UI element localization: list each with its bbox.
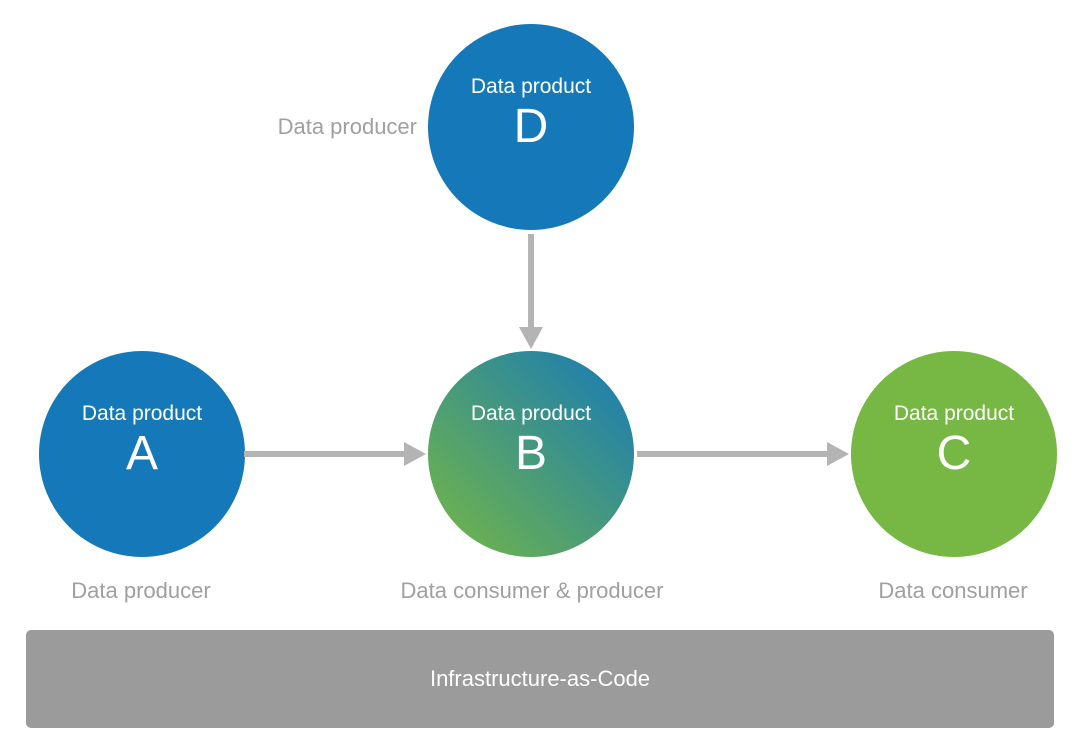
node-b-letter: B bbox=[514, 427, 547, 480]
node-data-product-d: Data product D bbox=[428, 24, 634, 230]
infrastructure-as-code-bar: Infrastructure-as-Code bbox=[26, 630, 1054, 728]
arrow-b-to-c-head-icon bbox=[827, 442, 849, 466]
arrow-d-to-b-line bbox=[528, 234, 534, 327]
arrow-a-to-b-head-icon bbox=[404, 442, 426, 466]
node-c-title: Data product bbox=[893, 401, 1015, 425]
arrow-a-to-b-line bbox=[244, 451, 404, 457]
node-a-letter: A bbox=[125, 427, 158, 480]
node-d-letter: D bbox=[513, 100, 549, 153]
role-label-data-consumer-c: Data consumer bbox=[878, 578, 1028, 603]
node-d-title: Data product bbox=[470, 74, 592, 98]
node-data-product-b: Data product B bbox=[428, 351, 634, 557]
node-data-product-a: Data product A bbox=[39, 351, 245, 557]
node-c-letter: C bbox=[936, 427, 972, 480]
role-label-data-producer-a: Data producer bbox=[71, 578, 211, 603]
node-a-text: Data product A bbox=[82, 401, 202, 481]
role-label-data-consumer-producer-b: Data consumer & producer bbox=[400, 578, 664, 603]
role-label-data-producer-d: Data producer bbox=[277, 114, 417, 139]
node-b-text: Data product B bbox=[471, 401, 591, 481]
node-d-text: Data product D bbox=[471, 74, 591, 154]
arrow-b-to-c-line bbox=[637, 451, 827, 457]
node-a-title: Data product bbox=[81, 401, 203, 425]
node-c-text: Data product C bbox=[894, 401, 1014, 481]
node-data-product-c: Data product C bbox=[851, 351, 1057, 557]
infrastructure-as-code-label: Infrastructure-as-Code bbox=[429, 666, 651, 691]
arrow-d-to-b-head-icon bbox=[519, 327, 543, 349]
node-b-title: Data product bbox=[470, 401, 592, 425]
